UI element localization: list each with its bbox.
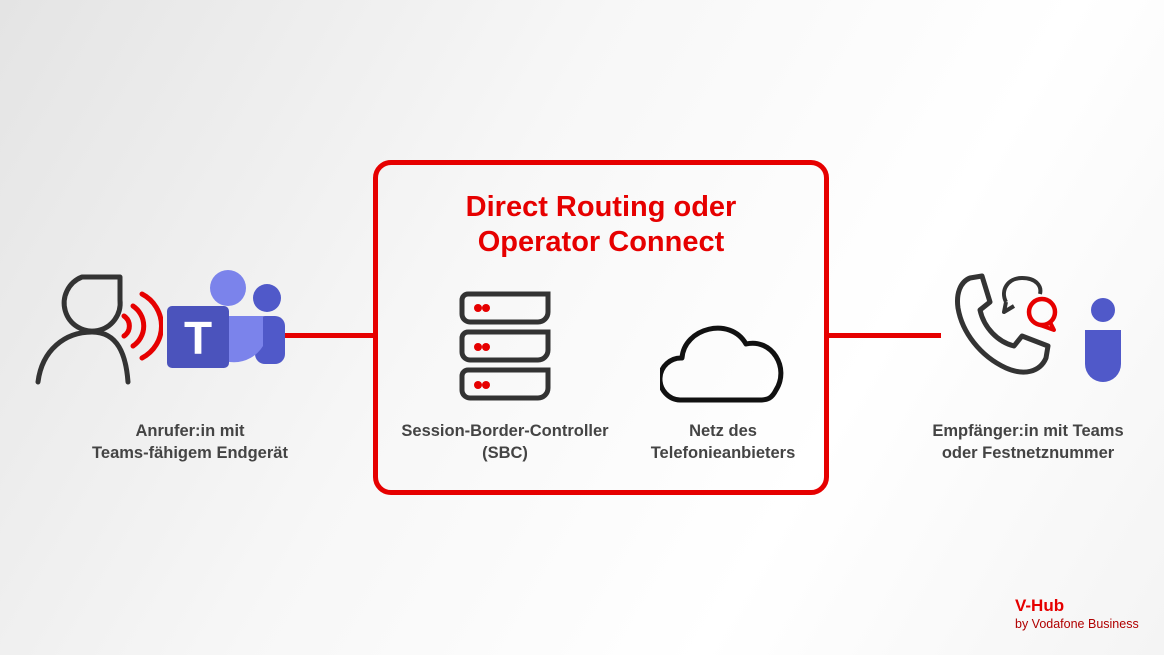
- server-icon: [459, 291, 551, 401]
- title-line1: Direct Routing oder: [465, 191, 737, 223]
- sbc-line2: (SBC): [482, 444, 528, 462]
- teams-letter: T: [184, 312, 212, 364]
- brand-name: V-Hub: [1015, 596, 1065, 615]
- phone-chat-icon: [955, 273, 1058, 375]
- caller-label: Anrufer:in mit Teams-fähigem Endgerät: [60, 420, 320, 464]
- sbc-label: Session-Border-Controller (SBC): [375, 420, 635, 464]
- routing-box: [373, 160, 829, 495]
- network-label: Netz des Telefonieanbieters: [593, 420, 853, 464]
- teams-logo-icon: T: [167, 270, 285, 368]
- cloud-icon: [660, 325, 784, 403]
- caller-line2: Teams-fähigem Endgerät: [92, 444, 288, 462]
- brand-sub: by Vodafone Business: [1015, 617, 1139, 631]
- teams-user-icon: [1085, 298, 1121, 382]
- network-line1: Netz des: [689, 422, 757, 440]
- caller-line1: Anrufer:in mit: [135, 422, 245, 440]
- receiver-line2: oder Festnetznummer: [941, 444, 1115, 462]
- person-icon: [35, 274, 131, 385]
- connector-right: [826, 333, 941, 338]
- sbc-line1: Session-Border-Controller: [401, 422, 609, 440]
- title-line2: Operator Connect: [477, 226, 725, 258]
- receiver-label: Empfänger:in mit Teams oder Festnetznumm…: [898, 420, 1158, 464]
- connector-left: [285, 333, 375, 338]
- network-line2: Telefonieanbieters: [650, 444, 796, 462]
- sound-waves-icon: [121, 291, 163, 361]
- receiver-line1: Empfänger:in mit Teams: [932, 422, 1124, 440]
- box-title: Direct Routing oder Operator Connect: [373, 190, 829, 260]
